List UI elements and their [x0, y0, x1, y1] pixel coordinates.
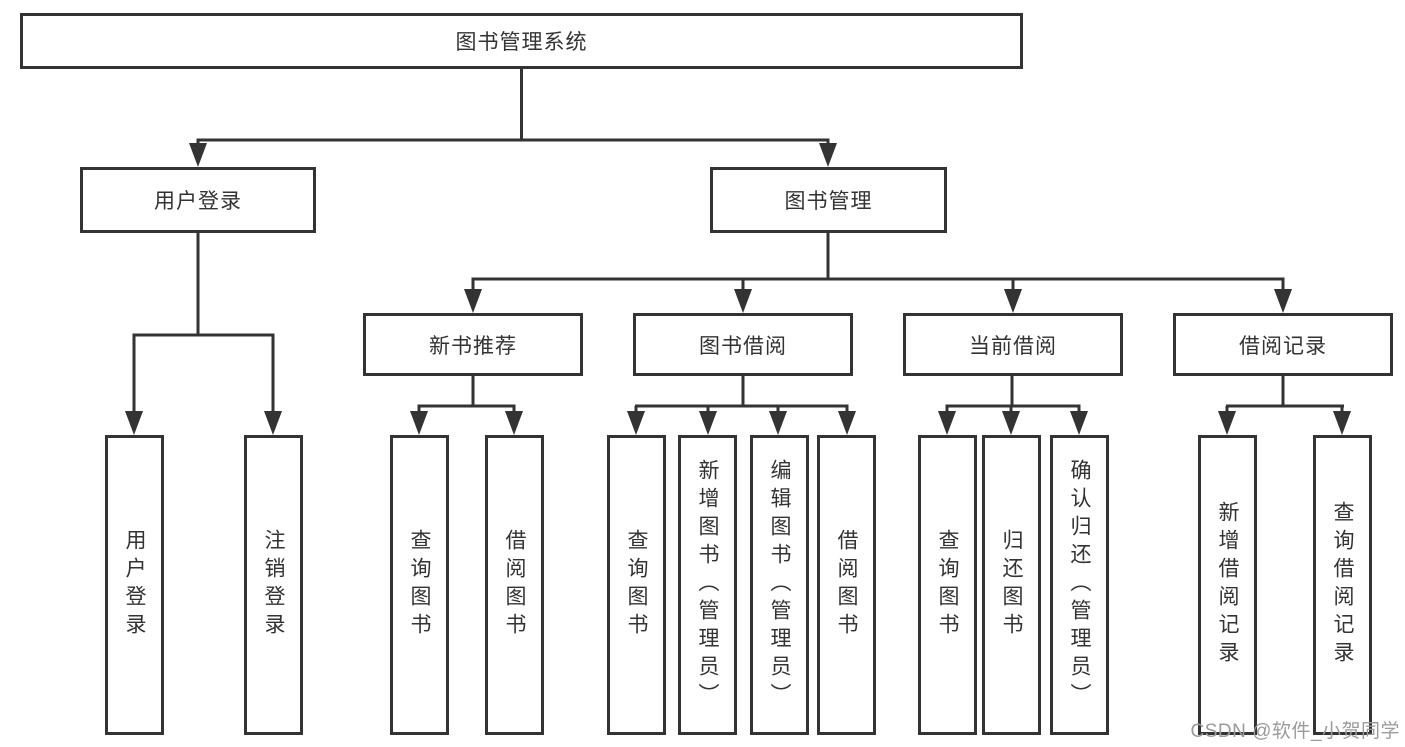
node-label: 用户登录: [123, 529, 147, 641]
node-label: 查询图书: [625, 529, 649, 641]
node-label: 图书管理: [784, 190, 873, 213]
node-label: 图书管理系统: [455, 31, 588, 54]
leaf-query-books-newbook: 查询图书: [390, 435, 449, 735]
node-borrowing-records: 借阅记录: [1173, 313, 1393, 376]
node-new-book-recommendation: 新书推荐: [363, 313, 583, 376]
leaf-add-books-admin: 新增图书（管理员）: [678, 435, 737, 735]
leaf-borrow-books-borrow: 借阅图书: [817, 435, 876, 735]
leaf-add-borrow-record: 新增借阅记录: [1198, 435, 1257, 735]
node-label: 图书借阅: [699, 334, 787, 358]
node-label: 用户登录: [154, 190, 242, 213]
node-current-borrowing: 当前借阅: [903, 313, 1123, 376]
leaf-confirm-return-admin: 确认归还（管理员）: [1050, 435, 1109, 735]
leaf-return-books: 归还图书: [982, 435, 1041, 735]
leaf-query-books-borrow: 查询图书: [607, 435, 666, 735]
node-label: 借阅记录: [1239, 334, 1327, 358]
node-label: 编辑图书（管理员）: [768, 459, 792, 711]
node-label: 查询图书: [408, 529, 432, 641]
node-label: 查询图书: [936, 529, 960, 641]
node-label: 新增图书（管理员）: [696, 459, 720, 711]
node-label: 借阅图书: [503, 529, 527, 641]
node-label: 新书推荐: [429, 334, 517, 358]
leaf-query-books-current: 查询图书: [918, 435, 977, 735]
node-label: 新增借阅记录: [1216, 501, 1240, 669]
node-root-book-management-system: 图书管理系统: [20, 13, 1023, 69]
node-label: 确认归还（管理员）: [1068, 459, 1092, 711]
node-label: 借阅图书: [835, 529, 859, 641]
leaf-logout: 注销登录: [244, 435, 303, 735]
node-label: 归还图书: [1000, 529, 1024, 641]
node-label: 当前借阅: [969, 334, 1057, 358]
leaf-edit-books-admin: 编辑图书（管理员）: [750, 435, 809, 735]
node-book-borrowing: 图书借阅: [633, 313, 853, 376]
leaf-borrow-books-newbook: 借阅图书: [485, 435, 544, 735]
node-user-login: 用户登录: [80, 167, 316, 233]
node-label: 查询借阅记录: [1331, 501, 1355, 669]
csdn-watermark: CSDN @软件_小贺同学: [1190, 721, 1400, 742]
leaf-query-borrow-record: 查询借阅记录: [1313, 435, 1372, 735]
node-book-management: 图书管理: [710, 167, 947, 233]
node-label: 注销登录: [262, 529, 286, 641]
leaf-user-login: 用户登录: [105, 435, 164, 735]
